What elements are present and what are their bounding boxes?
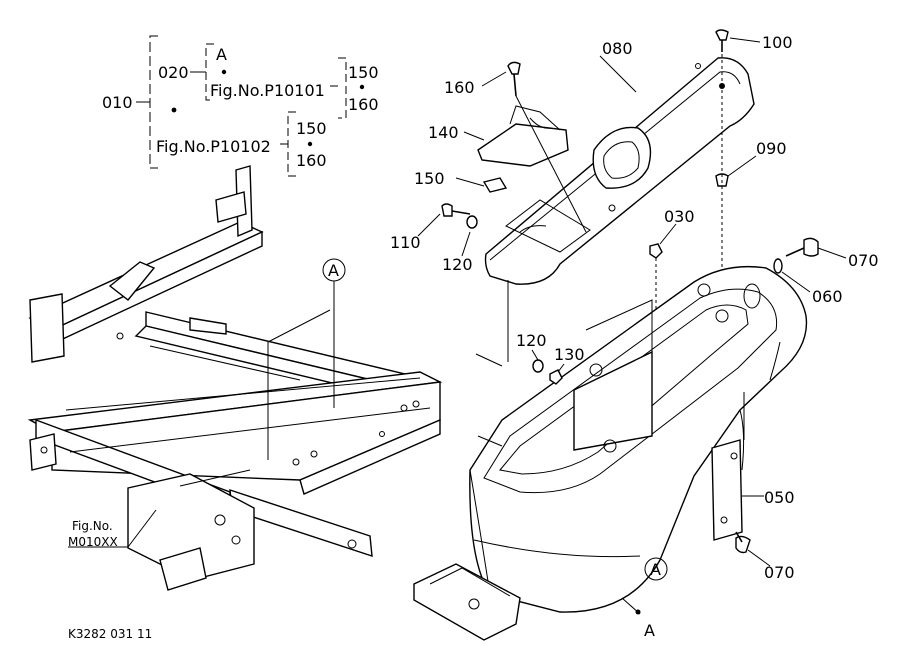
bolt-070-top [785,237,819,257]
pad-140 [477,105,569,167]
callout-120-mid[interactable]: 120 [516,331,547,350]
bolt-110 [441,203,471,217]
tractor-frame [27,165,443,591]
drawing-code: K3282 031 11 [68,627,152,641]
callout-030[interactable]: 030 [664,207,695,226]
callout-110[interactable]: 110 [390,233,421,252]
screw-100 [715,29,729,52]
ref-circle-body[interactable]: A [650,560,661,579]
bolt-070-bottom [735,531,751,554]
index-main-label: 010 [102,93,133,112]
callout-070-top[interactable]: 070 [848,251,879,270]
washer-060 [773,258,783,274]
fig-ref-bottom[interactable]: Fig.No.P10102 [156,137,271,156]
nut-030 [649,243,663,259]
callout-050[interactable]: 050 [764,488,795,507]
bracket-050 [711,392,745,541]
index-option-bottom-b: 160 [296,151,327,170]
callout-060[interactable]: 060 [812,287,843,306]
washer-120-mid [532,359,544,373]
index-option-bottom-a: 150 [296,119,327,138]
callout-150[interactable]: 150 [414,169,445,188]
index-option-top-b: 160 [348,95,379,114]
screw-160 [507,61,587,233]
ref-circle-body-shape [644,557,668,581]
ref-circle-frame[interactable]: A [328,261,339,280]
callout-120-top[interactable]: 120 [442,255,473,274]
callout-100[interactable]: 100 [762,33,793,52]
callout-070-bottom[interactable]: 070 [764,563,795,582]
callout-080[interactable]: 080 [602,39,633,58]
callout-140[interactable]: 140 [428,123,459,142]
upper-cover-080 [484,57,755,285]
callout-130[interactable]: 130 [554,345,585,364]
clip-150 [482,177,508,193]
fig-ref-line2[interactable]: M010XX [68,535,118,549]
point-a-label: A [644,621,655,640]
fig-ref-line1[interactable]: Fig.No. [72,519,113,533]
fig-ref-m010xx[interactable] [68,509,157,548]
nut-130 [549,369,563,385]
index-option-top-a: 150 [348,63,379,82]
index-sub-label: 020 [158,63,189,82]
callout-160[interactable]: 160 [444,78,475,97]
frame-leader-lines [267,258,346,460]
index-bracket [136,35,365,177]
fig-ref-top[interactable]: Fig.No.P10101 [210,81,325,100]
washer-120-top [466,215,478,229]
callout-090[interactable]: 090 [756,139,787,158]
lower-body-cover [413,265,808,641]
index-ref-letter: A [216,45,227,64]
